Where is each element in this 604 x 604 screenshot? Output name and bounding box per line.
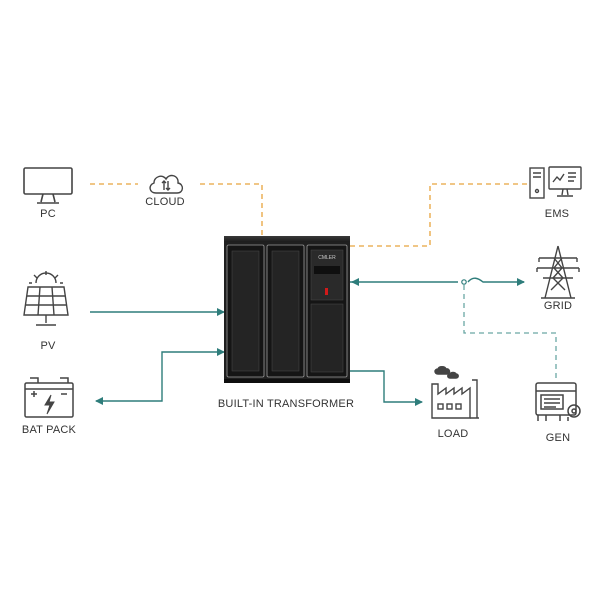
gen-label: GEN xyxy=(545,432,571,444)
generator-icon xyxy=(535,382,581,421)
cloud-cabinet-comm-line xyxy=(200,183,263,238)
battery-power-line xyxy=(95,348,225,405)
power-lines xyxy=(90,277,525,406)
transformer-cabinet: CMLER xyxy=(224,236,350,383)
ems-label: EMS xyxy=(544,208,570,220)
transmission-tower-icon xyxy=(536,245,580,299)
gen-line-group xyxy=(463,285,557,378)
gen-line xyxy=(463,285,557,378)
load-power-line xyxy=(350,370,423,406)
cabinet-brand: CMLER xyxy=(318,255,336,261)
battery-icon xyxy=(24,377,74,418)
pv-label: PV xyxy=(40,340,56,352)
status-indicator xyxy=(325,288,328,295)
bat-pack-label: BAT PACK xyxy=(21,424,77,436)
ems-workstation-icon xyxy=(529,166,582,199)
grid-switch-node xyxy=(461,279,467,285)
cloud-icon xyxy=(149,174,184,194)
transformer-label: BUILT-IN TRANSFORMER xyxy=(217,398,355,410)
monitor-icon xyxy=(23,167,73,204)
cabinet-ems-comm-line xyxy=(350,183,528,247)
grid-label: GRID xyxy=(543,300,573,312)
load-label: LOAD xyxy=(437,428,469,440)
grid-power-line xyxy=(350,277,524,283)
factory-icon xyxy=(431,366,479,419)
cloud-label: CLOUD xyxy=(145,196,185,208)
pc-label: PC xyxy=(40,208,56,220)
solar-panel-icon xyxy=(23,271,69,326)
comm-lines xyxy=(90,183,528,247)
